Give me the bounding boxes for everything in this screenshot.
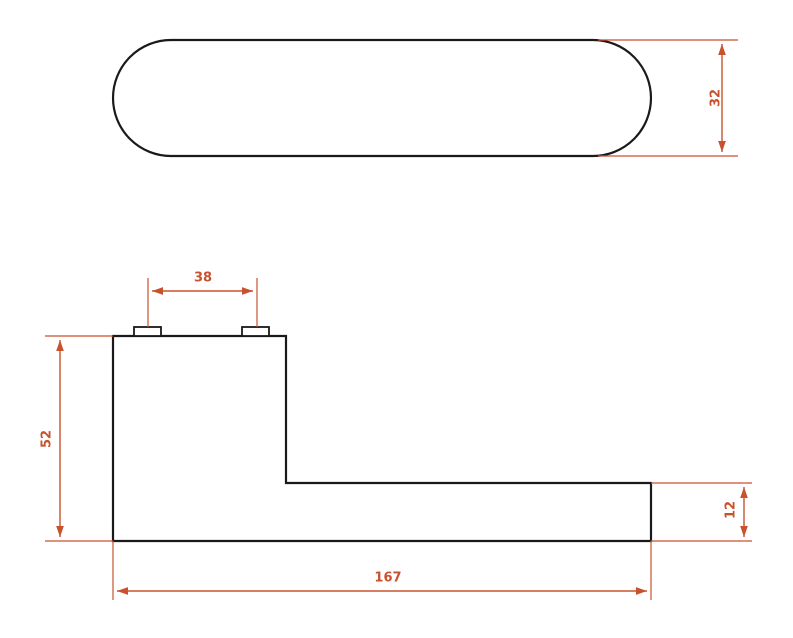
dimension-label-lever-thickness: 12 [724,501,739,519]
lever-outline [111,334,653,543]
dimension-label-total-length: 167 [374,571,401,586]
lever-side-view [111,326,653,543]
mounting-pin-right [241,326,270,337]
dimension-label-rosette-height: 32 [709,89,724,107]
rosette-outline [111,38,653,158]
dimension-rosette-height: 32 [598,39,738,157]
dimension-label-pin-spacing: 38 [194,271,212,286]
dimension-body-height: 52 [40,335,113,542]
rosette-top-view [111,38,653,158]
dimension-lever-thickness: 12 [651,482,752,542]
mounting-pin-left [133,326,162,337]
dimension-pin-spacing: 38 [147,271,258,327]
dimension-total-length: 167 [112,541,652,600]
dimension-label-body-height: 52 [40,430,55,448]
